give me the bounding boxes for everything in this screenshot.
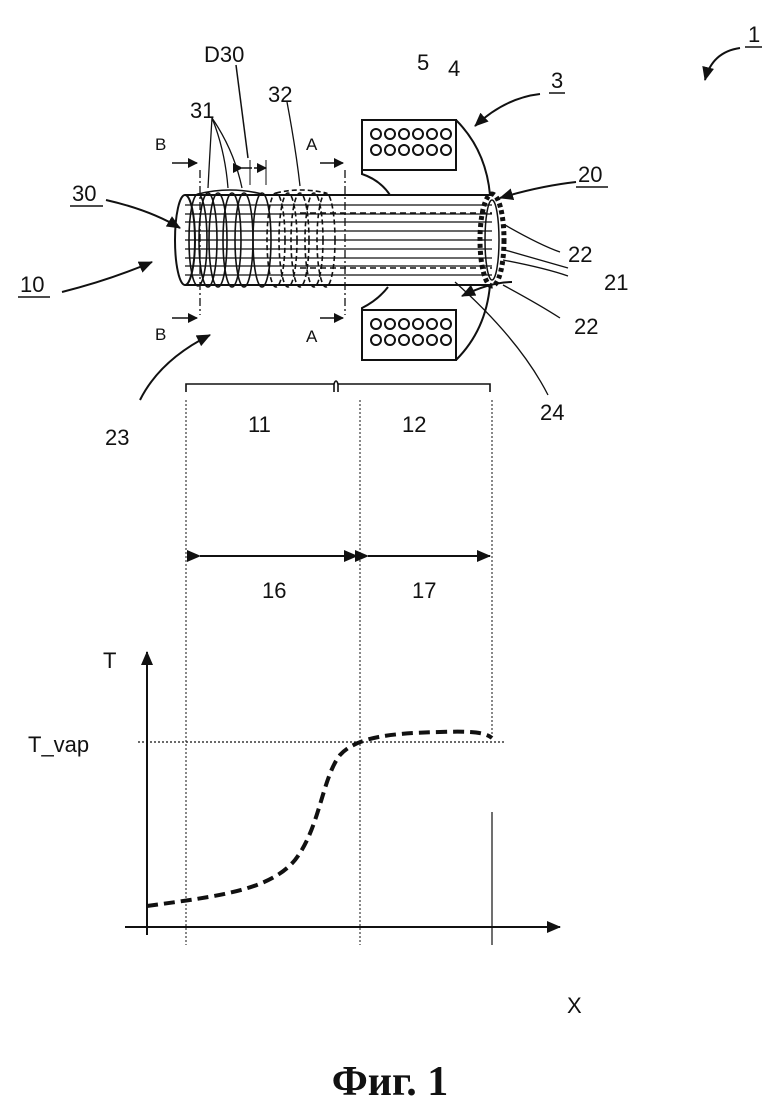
section-label-b-top: B — [155, 135, 166, 154]
label-21: 21 — [604, 270, 628, 295]
label-20: 20 — [578, 162, 602, 187]
label-30: 30 — [72, 181, 96, 206]
device-drawing — [62, 48, 740, 400]
label-12: 12 — [402, 412, 426, 437]
span-brackets — [186, 381, 490, 392]
x-axis-label: X — [567, 993, 582, 1018]
d30-dimension — [236, 65, 266, 185]
label-22-top: 22 — [568, 242, 592, 267]
label-31: 31 — [190, 98, 214, 123]
label-3: 3 — [551, 68, 563, 93]
heater-upper-block — [362, 120, 490, 195]
label-24: 24 — [540, 400, 564, 425]
pointer-arrows — [62, 48, 740, 400]
y-axis-label: T — [103, 648, 116, 673]
temperature-graph — [125, 400, 560, 945]
label-23: 23 — [105, 425, 129, 450]
section-label-a-bottom: A — [306, 327, 318, 346]
label-17: 17 — [412, 578, 436, 603]
label-10: 10 — [20, 272, 44, 297]
label-d30: D30 — [204, 42, 244, 67]
section-label-b-bottom: B — [155, 325, 166, 344]
label-11: 11 — [248, 412, 271, 437]
figure-1-diagram: 1 3 5 4 D30 32 31 20 30 22 21 22 10 24 2… — [0, 0, 780, 1050]
label-16: 16 — [262, 578, 286, 603]
label-22-bottom: 22 — [574, 314, 598, 339]
temperature-curve — [147, 732, 492, 906]
section-label-a-top: A — [306, 135, 318, 154]
t-vap-label: T_vap — [28, 732, 89, 757]
label-5: 5 — [417, 50, 429, 75]
label-4: 4 — [448, 56, 460, 81]
reference-labels: 1 3 5 4 D30 32 31 20 30 22 21 22 10 24 2… — [18, 22, 762, 1018]
figure-caption: Фиг. 1 — [0, 1058, 780, 1106]
label-32: 32 — [268, 82, 292, 107]
label-1: 1 — [748, 22, 760, 47]
